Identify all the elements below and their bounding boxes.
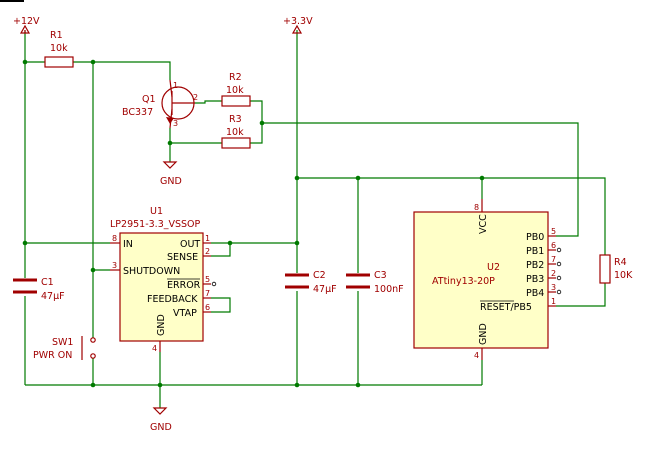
r3-ref: R3: [229, 114, 242, 125]
resistor-r1: R1 10k: [44, 30, 74, 68]
u2-pin-gnd-num: 4: [474, 351, 479, 360]
c3-value: 100nF: [374, 284, 404, 295]
c1-value: 47µF: [41, 291, 65, 302]
q1-value: BC337: [122, 107, 153, 118]
u2-ref: U2: [487, 262, 500, 273]
power-12v-label: +12V: [13, 16, 40, 27]
q1-pin2: 2: [193, 93, 198, 102]
u2-pin-reset: RESET/PB5: [480, 302, 532, 313]
power-3v3-label: +3.3V: [283, 16, 313, 27]
r1-value: 10k: [50, 43, 68, 54]
u2-pin-pb4: PB4: [526, 288, 544, 299]
capacitor-c2: C2 47µF: [285, 270, 337, 295]
gnd-label-main: GND: [150, 422, 172, 433]
r4-ref: R4: [614, 257, 627, 268]
u1-pin-feedback-num: 7: [205, 289, 210, 298]
u2-pin-pb3-num: 2: [551, 269, 556, 278]
q1-ref: Q1: [142, 94, 156, 105]
u1-pin-shutdown: SHUTDOWN: [123, 266, 180, 277]
u1-pin-out: OUT: [180, 239, 200, 250]
u1-pin-shutdown-num: 3: [112, 261, 117, 270]
u1-pin-vtap: VTAP: [173, 308, 197, 319]
u2-pin-pb2-num: 7: [551, 255, 556, 264]
u1-pin-feedback: FEEDBACK: [147, 294, 198, 305]
u2-pin-gnd: GND: [478, 323, 489, 345]
r2-ref: R2: [229, 72, 242, 83]
sw1-value: PWR ON: [33, 350, 72, 361]
gnd-label-q1: GND: [160, 176, 182, 187]
c2-ref: C2: [313, 270, 326, 281]
r1-ref: R1: [50, 30, 63, 41]
u2-pin-pb3: PB3: [526, 274, 544, 285]
u1-pin-sense: SENSE: [167, 252, 198, 263]
r4-value: 10K: [614, 270, 633, 281]
gnd-symbol-main: GND: [150, 407, 172, 433]
u1-pin-error: ERROR: [167, 280, 201, 291]
u1-value: LP2951-3.3_VSSOP: [110, 219, 201, 230]
u2-pin-pb1-num: 6: [551, 241, 556, 250]
u1-pin-sense-num: 2: [205, 247, 210, 256]
ic-u1: U1 LP2951-3.3_VSSOP IN 8 SHUTDOWN 3 OUT …: [110, 206, 217, 353]
junctions: [22, 59, 485, 388]
sw1-ref: SW1: [52, 337, 73, 348]
q1-pin3: 3: [173, 119, 178, 128]
u1-pin-error-num: 5: [205, 275, 210, 284]
power-12v-symbol: +12V: [13, 16, 40, 34]
u1-ref: U1: [150, 206, 163, 217]
u1-pin-vtap-num: 6: [205, 303, 210, 312]
c2-value: 47µF: [313, 284, 337, 295]
u2-value: ATtiny13-20P: [432, 276, 495, 287]
r3-value: 10k: [226, 127, 244, 138]
gnd-symbol-q1: GND: [160, 161, 182, 187]
resistor-r4: R4 10K: [599, 254, 633, 284]
u1-pin-out-num: 1: [205, 234, 210, 243]
u1-pin-gnd: GND: [156, 314, 167, 336]
c1-ref: C1: [41, 277, 54, 288]
c3-ref: C3: [374, 270, 387, 281]
u2-pin-pb0-num: 5: [551, 227, 556, 236]
u1-pin-gnd-num: 4: [152, 344, 157, 353]
u2-pin-pb1: PB1: [526, 246, 544, 257]
switch-sw1: SW1 PWR ON: [33, 336, 96, 361]
capacitor-c1: C1 47µF: [13, 277, 65, 302]
resistor-r3: R3 10k: [221, 114, 251, 149]
ic-u2: U2 ATtiny13-20P VCC 8 GND 4 PB0 5 PB1 6 …: [413, 199, 562, 360]
u1-pin-in-num: 8: [112, 234, 117, 243]
u2-pin-reset-num: 1: [551, 297, 556, 306]
resistor-r2: R2 10k: [221, 72, 251, 107]
u2-pin-vcc: VCC: [478, 214, 489, 234]
q1-pin1: 1: [173, 81, 178, 90]
u2-pin-pb2: PB2: [526, 260, 544, 271]
u2-pin-pb0: PB0: [526, 232, 544, 243]
r2-value: 10k: [226, 85, 244, 96]
u1-pin-in: IN: [123, 239, 133, 250]
transistor-q1: 1 2 3 Q1 BC337: [122, 79, 198, 129]
capacitor-c3: C3 100nF: [346, 270, 404, 295]
u2-pin-pb4-num: 3: [551, 283, 556, 292]
power-3v3-symbol: +3.3V: [283, 16, 313, 34]
u2-pin-vcc-num: 8: [474, 203, 479, 212]
